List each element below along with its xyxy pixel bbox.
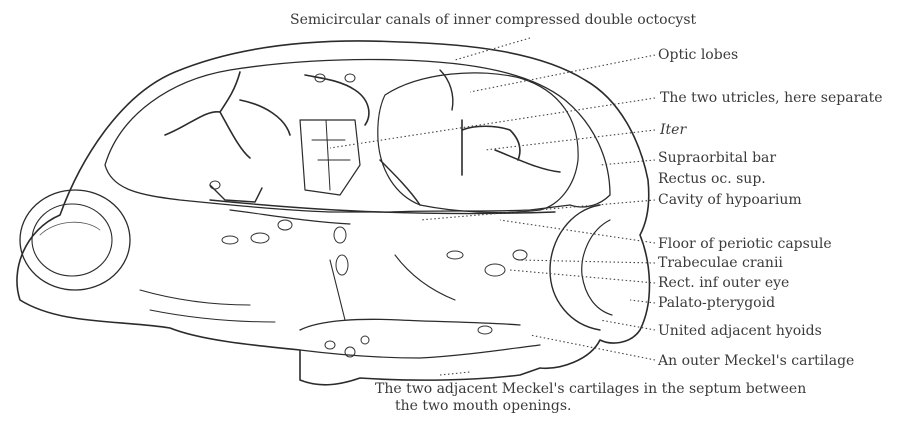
left-eye: [20, 190, 130, 290]
cranium-outline: [105, 59, 610, 212]
label-rectus-oc-sup: Rectus oc. sup.: [658, 171, 766, 187]
optic-lobe-outline: [378, 73, 578, 213]
label-semicircular-canals: Semicircular canals of inner compressed …: [290, 12, 696, 28]
label-two-utricles: The two utricles, here separate: [660, 90, 883, 106]
label-rect-inf-outer-eye: Rect. inf outer eye: [658, 275, 789, 291]
label-iter: Iter: [660, 122, 686, 138]
label-outer-meckel: An outer Meckel's cartilage: [658, 353, 854, 369]
caption-line-1: The two adjacent Meckel's cartilages in …: [375, 381, 806, 397]
label-supraorbital-bar: Supraorbital bar: [658, 150, 776, 166]
right-eye: [550, 205, 600, 330]
label-palato-pterygoid: Palato-pterygoid: [658, 295, 775, 311]
label-cavity-hypoarium: Cavity of hypoarium: [658, 192, 802, 208]
label-optic-lobes: Optic lobes: [658, 47, 738, 63]
caption-line-2: the two mouth openings.: [395, 398, 571, 414]
label-united-hyoids: United adjacent hyoids: [658, 323, 822, 339]
label-floor-periotic: Floor of periotic capsule: [658, 236, 832, 252]
label-trabeculae-cranii: Trabeculae cranii: [658, 255, 783, 271]
